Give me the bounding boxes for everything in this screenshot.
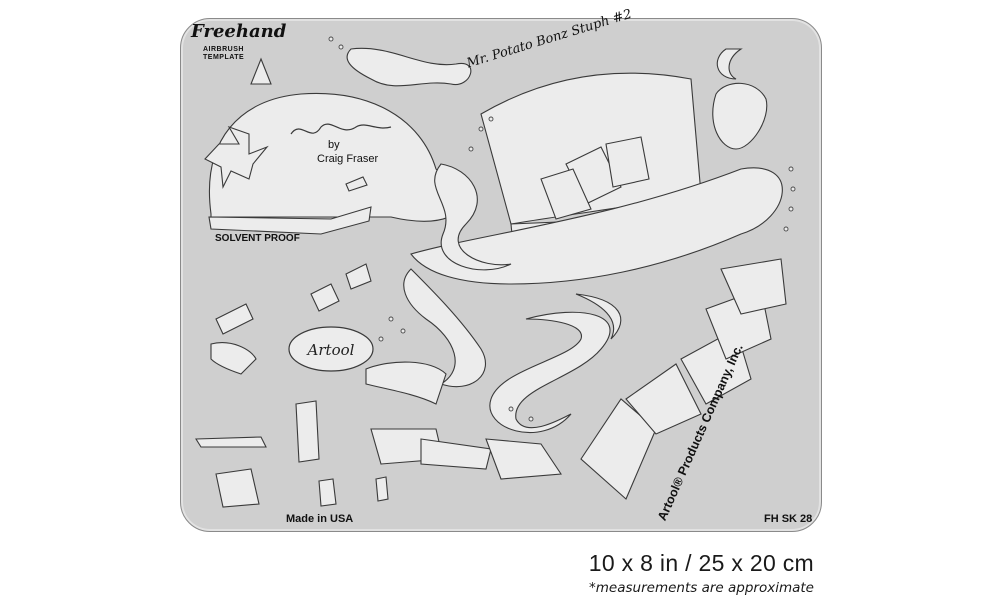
playing-card-icon — [540, 168, 592, 220]
iron-cross — [204, 125, 269, 189]
logo-text: Artool — [306, 341, 355, 359]
top-hat-stencil — [410, 72, 783, 285]
wrench-icon — [365, 361, 447, 405]
artool-logo: Artool — [288, 326, 374, 372]
airbrush-template-plate: Artool Freehand AIRBRUSH TEMPLATE Mr. Po… — [180, 7, 822, 532]
brand-subtitle-1: AIRBRUSH — [203, 46, 244, 53]
by-label: by — [328, 139, 340, 151]
helmet-brim — [208, 206, 372, 235]
made-in-label: Made in USA — [286, 513, 354, 525]
brand-subtitle-2: TEMPLATE — [203, 54, 245, 61]
helmet-spike — [250, 57, 272, 85]
helmet-stencil — [204, 57, 467, 235]
crescent-shape — [716, 48, 743, 80]
measurement-note: *measurements are approximate — [589, 580, 814, 596]
playing-card-icon — [625, 363, 702, 435]
product-code: FH SK 28 — [764, 513, 813, 525]
small-parts-stencil — [195, 263, 562, 508]
solvent-proof-label: SOLVENT PROOF — [215, 233, 300, 244]
designer-name: Craig Fraser — [317, 153, 379, 165]
playing-card-icon — [720, 258, 787, 315]
dimensions-caption: 10 x 8 in / 25 x 20 cm — [588, 550, 814, 576]
signature — [290, 123, 392, 135]
smoke-swirl-stencil — [346, 47, 622, 433]
stencil-artwork: Artool — [195, 36, 796, 508]
skull-emblem — [712, 82, 768, 150]
brand-script-logo: Freehand — [191, 21, 287, 42]
playing-card-icon — [605, 136, 650, 188]
card-fan-stencil — [580, 258, 787, 500]
dot-pattern — [328, 36, 796, 422]
wrench-icon — [210, 342, 257, 375]
